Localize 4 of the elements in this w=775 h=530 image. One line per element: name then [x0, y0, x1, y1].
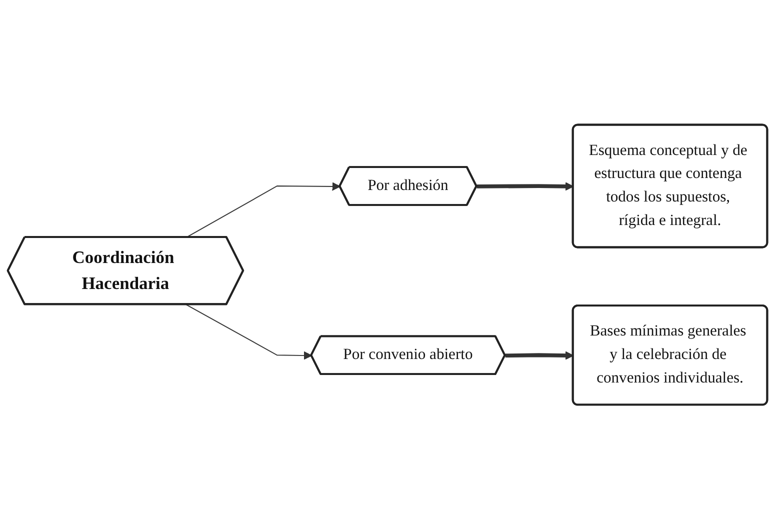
arrow: [186, 182, 340, 238]
arrow: [476, 182, 574, 191]
arrow: [505, 352, 574, 360]
arrow: [186, 304, 312, 360]
